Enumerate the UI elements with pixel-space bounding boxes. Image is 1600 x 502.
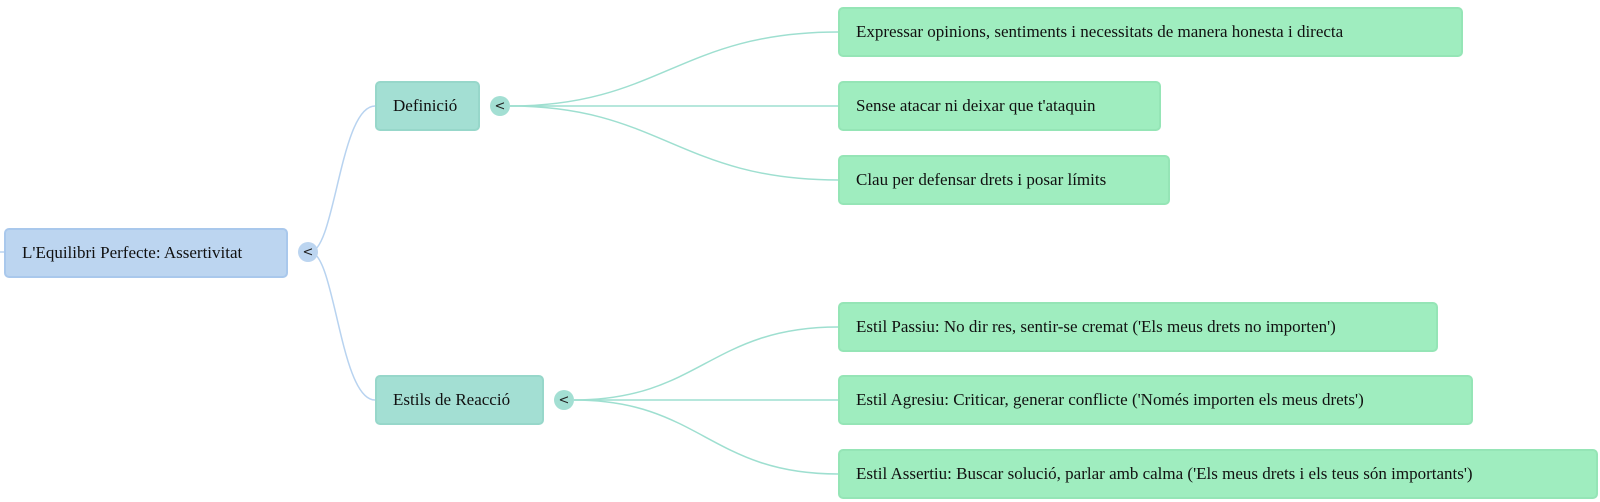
leaf-node[interactable]: Expressar opinions, sentiments i necessi…	[838, 7, 1463, 57]
leaf-node-label: Sense atacar ni deixar que t'ataquin	[856, 96, 1096, 115]
connector-estils-1	[573, 326, 839, 401]
chevron-left-icon: <	[558, 392, 570, 408]
branch-node-definicio[interactable]: Definició	[375, 81, 480, 131]
branch-node-label: Estils de Reacció	[393, 390, 511, 409]
connector-root-definicio	[309, 105, 376, 253]
root-node[interactable]: L'Equilibri Perfecte: Assertivitat	[4, 228, 288, 278]
leaf-node[interactable]: Estil Passiu: No dir res, sentir-se crem…	[838, 302, 1438, 352]
leaf-node[interactable]: Estil Assertiu: Buscar solució, parlar a…	[838, 449, 1598, 499]
leaf-node-label: Estil Passiu: No dir res, sentir-se crem…	[856, 317, 1336, 336]
estils-collapse-toggle[interactable]: <	[554, 390, 574, 410]
leaf-node-label: Clau per defensar drets i posar límits	[856, 170, 1107, 189]
connector-estils-3	[573, 399, 839, 475]
leaf-node[interactable]: Estil Agresiu: Criticar, generar conflic…	[838, 375, 1473, 425]
definicio-collapse-toggle[interactable]: <	[490, 96, 510, 116]
root-collapse-toggle[interactable]: <	[298, 242, 318, 262]
leaf-node-label: Estil Agresiu: Criticar, generar conflic…	[856, 390, 1364, 409]
connector-definicio-1	[509, 31, 839, 107]
leaf-node[interactable]: Sense atacar ni deixar que t'ataquin	[838, 81, 1161, 131]
connector-definicio-3	[509, 105, 839, 181]
root-node-label: L'Equilibri Perfecte: Assertivitat	[22, 243, 243, 262]
chevron-left-icon: <	[302, 244, 314, 260]
leaf-node-label: Estil Assertiu: Buscar solució, parlar a…	[856, 464, 1473, 483]
branch-node-label: Definició	[393, 96, 458, 115]
chevron-left-icon: <	[494, 98, 506, 114]
leaf-node-label: Expressar opinions, sentiments i necessi…	[856, 22, 1344, 41]
connector-root-estils	[309, 251, 376, 401]
branch-node-estils[interactable]: Estils de Reacció	[375, 375, 544, 425]
leaf-node[interactable]: Clau per defensar drets i posar límits	[838, 155, 1170, 205]
